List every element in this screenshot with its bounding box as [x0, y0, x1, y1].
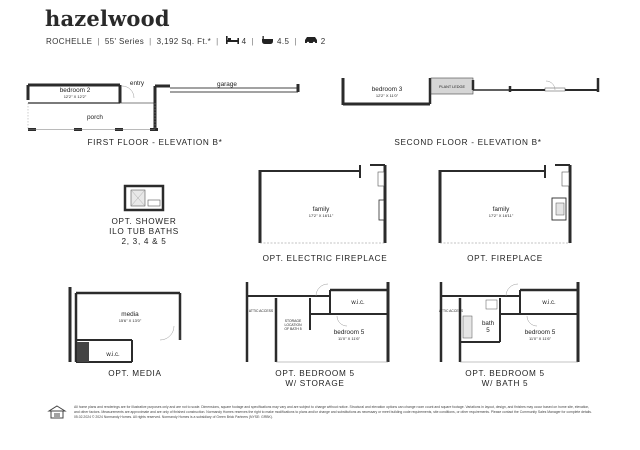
opt-electric-fireplace-plan — [258, 164, 387, 244]
opt-electric-fireplace-caption: OPT. ELECTRIC FIREPLACE — [262, 254, 388, 263]
bedroom-5-dims: 11'0" X 11'6" — [338, 336, 361, 341]
legal-disclaimer: All home plans and renderings are for il… — [74, 405, 592, 419]
opt-bedroom5-storage-plan — [245, 282, 390, 363]
family-dims: 17'2" X 16'11" — [489, 213, 514, 218]
family-dims: 17'2" X 16'11" — [309, 213, 334, 218]
garage-label: garage — [217, 81, 237, 88]
bedroom-3-dims: 12'2" X 11'0" — [376, 93, 399, 98]
family-label: family — [493, 206, 510, 213]
first-floor-plan — [26, 83, 300, 131]
bath-icon — [261, 36, 274, 46]
caption-line: OPT. SHOWER — [111, 217, 177, 226]
bath-count: 4.5 — [276, 36, 290, 46]
bedroom-2-label: bedroom 2 — [60, 87, 91, 94]
car-icon — [304, 36, 318, 46]
collection-name: ROCHELLE — [46, 36, 93, 46]
wic-label: w.i.c. — [541, 300, 556, 306]
entry-label: entry — [130, 80, 145, 87]
storage-label: LOCATION — [284, 323, 302, 327]
caption-line: W/ STORAGE — [285, 379, 345, 388]
plan-specs: ROCHELLE | 55' Series | 3,192 Sq. Ft.* |… — [46, 36, 326, 46]
caption-line: OPT. BEDROOM 5 — [465, 369, 545, 378]
spec-separator: | — [149, 36, 152, 46]
bath-5-label: bath — [482, 320, 495, 327]
media-dims: 15'6" X 13'0" — [119, 318, 142, 323]
opt-bedroom5-bath-plan — [439, 282, 580, 363]
opt-shower-plan — [123, 184, 165, 212]
spec-separator: | — [251, 36, 254, 46]
equal-housing-icon — [47, 405, 67, 424]
opt-bedroom5-bath-caption: OPT. BEDROOM 5 W/ BATH 5 — [440, 369, 570, 389]
spec-separator: | — [294, 36, 297, 46]
second-floor-plan — [341, 77, 600, 106]
second-floor-caption: SECOND FLOOR - ELEVATION B* — [394, 138, 542, 147]
opt-fireplace-plan — [438, 164, 572, 244]
caption-line: OPT. BEDROOM 5 — [275, 369, 355, 378]
opt-media-plan — [68, 287, 182, 363]
wic-label: w.i.c. — [350, 300, 365, 306]
opt-media-caption: OPT. MEDIA — [108, 369, 162, 378]
porch-label: porch — [87, 114, 103, 121]
family-label: family — [313, 206, 330, 213]
spec-separator: | — [97, 36, 100, 46]
caption-line: 2, 3, 4 & 5 — [121, 237, 167, 246]
wic-label: w.i.c. — [105, 352, 120, 358]
square-footage: 3,192 Sq. Ft.* — [156, 36, 212, 46]
plant-ledge-label: PLANT LEDGE — [439, 85, 466, 89]
opt-shower-caption: OPT. SHOWER ILO TUB BATHS 2, 3, 4 & 5 — [84, 217, 204, 247]
room-labels: bedroom 2 12'2" X 12'2" entry garage por… — [60, 80, 556, 358]
plan-title: hazelwood — [45, 6, 170, 31]
attic-access-label: ATTIC ACCESS — [249, 309, 274, 313]
storage-label: STORAGE — [285, 319, 302, 323]
opt-fireplace-caption: OPT. FIREPLACE — [467, 254, 543, 263]
caption-line: ILO TUB BATHS — [109, 227, 179, 236]
attic-access-label: ATTIC ACCESS — [439, 309, 464, 313]
first-floor-caption: FIRST FLOOR - ELEVATION B* — [87, 138, 223, 147]
bedroom-2-dims: 12'2" X 12'2" — [64, 94, 87, 99]
garage-count: 2 — [320, 36, 326, 46]
bedroom-3-label: bedroom 3 — [372, 86, 403, 93]
opt-bedroom5-storage-caption: OPT. BEDROOM 5 W/ STORAGE — [250, 369, 380, 389]
bath-5-label: 5 — [486, 327, 490, 334]
spec-separator: | — [216, 36, 219, 46]
storage-label: OF BATH 5 — [284, 327, 301, 331]
caption-line: W/ BATH 5 — [481, 379, 529, 388]
bed-icon — [225, 36, 239, 46]
bedroom-5-dims: 11'0" X 11'6" — [529, 336, 552, 341]
bedroom-5-label: bedroom 5 — [525, 329, 556, 336]
bedroom-5-label: bedroom 5 — [334, 329, 365, 336]
series-name: 55' Series — [104, 36, 145, 46]
media-label: media — [121, 311, 139, 318]
bed-count: 4 — [241, 36, 247, 46]
